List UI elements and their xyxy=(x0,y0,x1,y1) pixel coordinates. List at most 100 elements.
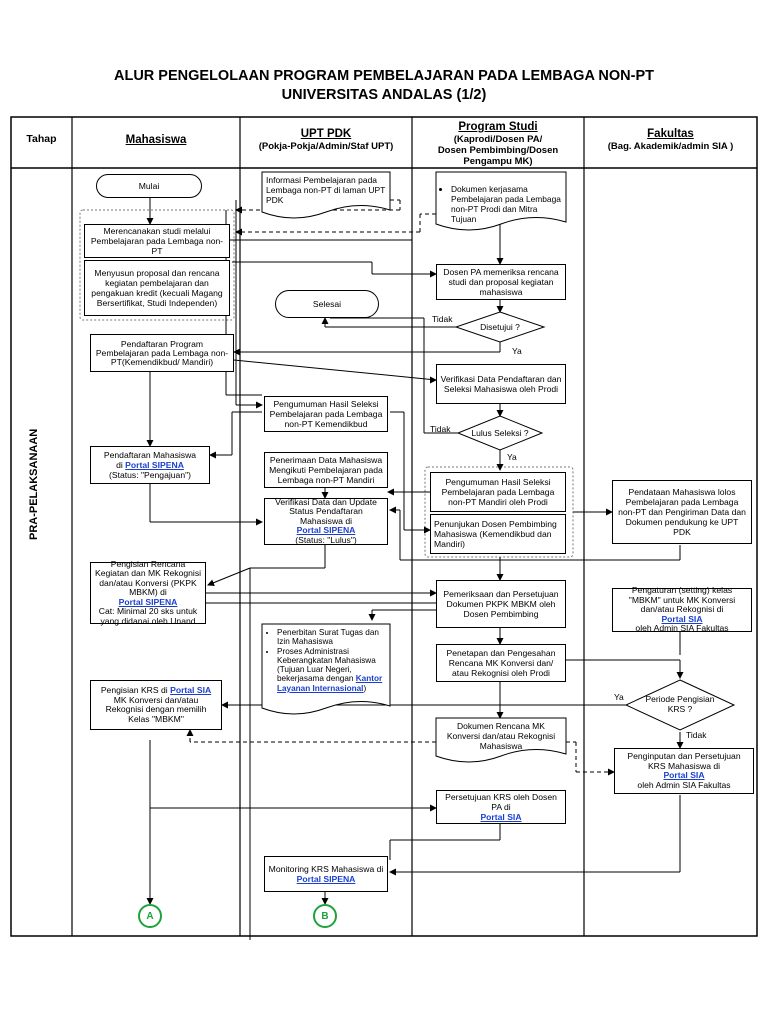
kantor-layanan-link[interactable]: Kantor Layanan Internasional xyxy=(277,674,383,693)
step-pengaturan: Pengaturan (setting) kelas "MBKM" untuk … xyxy=(612,585,752,634)
portal-sipena-link[interactable]: Portal SIPENA xyxy=(296,525,356,536)
col-header-prodi: Program Studi (Kaprodi/Dosen PA/ Dosen P… xyxy=(412,121,584,167)
step-monitoring: Monitoring KRS Mahasiswa di Portal SIPEN… xyxy=(264,856,388,892)
col-header-fakultas: Fakultas (Bag. Akademik/admin SIA ) xyxy=(584,128,757,152)
step-pengisian-krs: Pengisian KRS di Portal SIA MK Konversi … xyxy=(90,680,222,730)
start-label: Mulai xyxy=(138,181,160,191)
step-pengumuman-kemendikbud: Pengumuman Hasil Seleksi Pembelajaran pa… xyxy=(264,396,388,432)
step-pendaftaran-mahasiswa: Pendaftaran Mahasiswa di Portal SIPENA (… xyxy=(90,446,210,484)
step-pendaftaran-mahasiswa-status: (Status: "Pengajuan") xyxy=(108,470,192,480)
step-dosen-pa: Dosen PA memeriksa rencana studi dan pro… xyxy=(436,264,566,300)
step-menyusun: Menyusun proposal dan rencana kegiatan p… xyxy=(84,260,230,316)
connector-a-label: A xyxy=(146,910,154,922)
col-header-prodi-title: Program Studi xyxy=(458,121,538,133)
page-subtitle: UNIVERSITAS ANDALAS (1/2) xyxy=(281,87,487,103)
decision-lulus-yes: Ya xyxy=(507,452,517,462)
decision-periode-no: Tidak xyxy=(686,730,707,740)
step-dosen-pa-text: Dosen PA memeriksa rencana studi dan pro… xyxy=(443,267,559,297)
step-penunjukan-text: Penunjukan Dosen Pembimbing Mahasiswa (K… xyxy=(434,519,557,549)
step-penerimaan: Penerimaan Data Mahasiswa Mengikuti Pemb… xyxy=(264,452,388,488)
step-verifikasi-upt-text: Verifikasi Data dan Update Status Pendaf… xyxy=(275,496,377,526)
col-header-tahap: Tahap xyxy=(26,133,57,145)
step-pendataan: Pendataan Mahasiswa lolos Pembelajaran p… xyxy=(612,480,752,544)
decision-disetujui: Disetujui ? xyxy=(480,322,520,332)
col-header-prodi-sub1: (Kaprodi/Dosen PA/ xyxy=(453,134,543,145)
step-merencanakan-text: Merencanakan studi melalui Pembelajaran … xyxy=(90,226,224,256)
step-merencanakan: Merencanakan studi melalui Pembelajaran … xyxy=(84,224,230,258)
step-penerimaan-text: Penerimaan Data Mahasiswa Mengikuti Pemb… xyxy=(269,455,383,485)
step-pendaftaran-mahasiswa-text: Pendaftaran Mahasiswa xyxy=(103,450,197,460)
col-header-prodi-sub3: Pengampu MK) xyxy=(463,156,533,167)
col-header-upt-sub: (Pokja-Pokja/Admin/Staf UPT) xyxy=(258,141,394,152)
step-pengumuman-mandiri: Pengumuman Hasil Seleksi Pembelajaran pa… xyxy=(430,472,566,512)
step-menyusun-text: Menyusun proposal dan rencana kegiatan p… xyxy=(91,268,223,308)
col-header-upt-title: UPT PDK xyxy=(300,128,352,140)
end-terminal: Selesai xyxy=(275,290,379,318)
decision-lulus-no: Tidak xyxy=(430,424,451,434)
decision-periode: Periode Pengisian KRS ? xyxy=(645,694,715,714)
step-verifikasi-upt-status: (Status: "Lulus") xyxy=(295,534,357,545)
col-header-upt: UPT PDK (Pokja-Pokja/Admin/Staf UPT) xyxy=(240,128,412,152)
connector-b: B xyxy=(313,904,337,928)
step-pengisian-krs-text: MK Konversi dan/atau Rekognisi dengan me… xyxy=(105,694,207,724)
page-title: ALUR PENGELOLAAN PROGRAM PEMBELAJARAN PA… xyxy=(114,68,654,84)
decision-lulus: Lulus Seleksi ? xyxy=(471,428,529,438)
step-penetapan-text: Penetapan dan Pengesahan Rencana MK Konv… xyxy=(446,648,556,678)
portal-sipena-link[interactable]: Portal SIPENA xyxy=(296,874,356,884)
step-pendataan-text: Pendataan Mahasiswa lolos Pembelajaran p… xyxy=(618,487,746,537)
step-penunjukan: Penunjukan Dosen Pembimbing Mahasiswa (K… xyxy=(430,514,566,554)
step-pengisian-rencana-note: Cat: Minimal 20 sks untuk yang didanai o… xyxy=(98,606,198,626)
step-pengisian-krs-head: Pengisian KRS di Portal SIA xyxy=(100,685,212,696)
step-monitoring-text: Monitoring KRS Mahasiswa di xyxy=(268,864,384,874)
connector-b-label: B xyxy=(321,910,329,922)
step-pemeriksaan: Pemeriksaan dan Persetujuan Dokumen PKPK… xyxy=(436,580,566,628)
step-penginputan: Penginputan dan Persetujuan KRS Mahasisw… xyxy=(614,748,754,794)
step-pengumuman-mandiri-text: Pengumuman Hasil Seleksi Pembelajaran pa… xyxy=(441,477,555,507)
step-pengaturan-text: Pengaturan (setting) kelas "MBKM" untuk … xyxy=(628,585,736,615)
step-pemeriksaan-text: Pemeriksaan dan Persetujuan Dokumen PKPK… xyxy=(443,589,559,619)
doc-informasi: Informasi Pembelajaran pada Lembaga non-… xyxy=(266,175,388,205)
doc-kerjasama: Dokumen kerjasama Pembelajaran pada Lemb… xyxy=(436,172,566,224)
col-header-fakultas-sub: (Bag. Akademik/admin SIA ) xyxy=(607,141,734,152)
portal-sia-link[interactable]: Portal SIA xyxy=(480,812,522,822)
step-pendaftaran-mahasiswa-portal: di Portal SIPENA xyxy=(116,460,184,470)
decision-disetujui-yes: Ya xyxy=(512,346,522,356)
step-penginputan-text: Penginputan dan Persetujuan KRS Mahasisw… xyxy=(627,751,741,771)
col-header-mahasiswa: Mahasiswa xyxy=(72,134,240,147)
portal-sia-link[interactable]: Portal SIA xyxy=(663,770,705,780)
step-verifikasi-upt: Verifikasi Data dan Update Status Pendaf… xyxy=(264,496,388,545)
doc-kerjasama-text: Dokumen kerjasama Pembelajaran pada Lemb… xyxy=(451,184,562,224)
step-pengaturan-post: oleh Admin SIA Fakultas xyxy=(635,623,729,634)
doc-penerbitan: Penerbitan Surat Tugas dan Izin Mahasisw… xyxy=(262,624,390,704)
doc-proses-text: Proses Administrasi Keberangkatan Mahasi… xyxy=(277,646,376,684)
step-pendaftaran-program-text: Pendaftaran Program Pembelajaran pada Le… xyxy=(95,338,229,367)
doc-penerbitan-item: Penerbitan Surat Tugas dan Izin Mahasisw… xyxy=(277,628,386,647)
start-terminal: Mulai xyxy=(96,174,202,198)
doc-proses-item: Proses Administrasi Keberangkatan Mahasi… xyxy=(277,647,386,693)
step-persetujuan-krs-text: Persetujuan KRS oleh Dosen PA di xyxy=(445,792,557,812)
portal-sia-link[interactable]: Portal SIA xyxy=(661,613,703,624)
col-header-mahasiswa-title: Mahasiswa xyxy=(125,134,187,146)
portal-sia-link[interactable]: Portal SIA xyxy=(170,685,212,695)
step-verifikasi-prodi: Verifikasi Data Pendaftaran dan Seleksi … xyxy=(436,364,566,404)
step-verifikasi-prodi-text: Verifikasi Data Pendaftaran dan Seleksi … xyxy=(440,374,562,394)
step-pengisian-rencana-text: Pengisian Rencana Kegiatan dan MK Rekogn… xyxy=(94,558,202,598)
col-header-prodi-sub2: Dosen Pembimbing/Dosen xyxy=(437,145,559,156)
doc-rencana: Dokumen Rencana MK Konversi dan/atau Rek… xyxy=(446,721,556,751)
step-pendaftaran-program: Pendaftaran Program Pembelajaran pada Le… xyxy=(90,334,234,372)
step-penginputan-post: oleh Admin SIA Fakultas xyxy=(637,779,731,790)
step-pengisian-krs-pre: Pengisian KRS di xyxy=(100,685,168,695)
decision-disetujui-no: Tidak xyxy=(432,314,453,324)
doc-informasi-text: Informasi Pembelajaran pada Lembaga non-… xyxy=(266,175,386,205)
doc-proses-close: ) xyxy=(363,683,367,693)
col-header-fakultas-title: Fakultas xyxy=(647,128,694,140)
step-persetujuan-krs: Persetujuan KRS oleh Dosen PA di Portal … xyxy=(436,790,566,824)
step-penetapan: Penetapan dan Pengesahan Rencana MK Konv… xyxy=(436,644,566,682)
end-label: Selesai xyxy=(312,299,342,309)
portal-sipena-link[interactable]: Portal SIPENA xyxy=(118,596,178,607)
portal-sipena-link[interactable]: Portal SIPENA xyxy=(125,460,184,470)
phase-label: PRA-PELAKSANAAN xyxy=(28,428,40,540)
connector-a: A xyxy=(138,904,162,928)
decision-periode-yes: Ya xyxy=(614,692,624,702)
